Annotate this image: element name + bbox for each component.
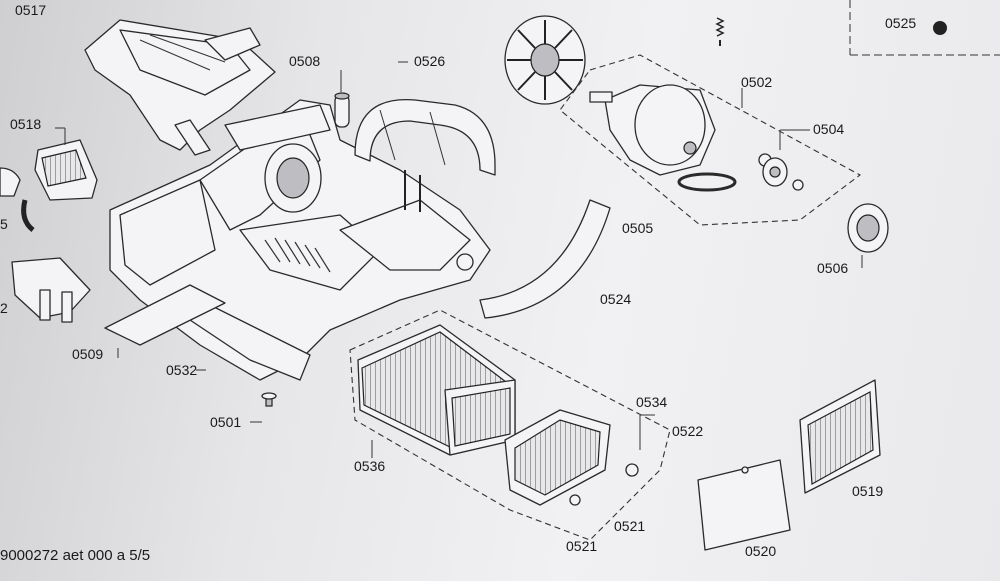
label-0509: 0509	[72, 346, 104, 362]
label-0521-left: 0521	[566, 538, 598, 554]
label-0518: 0518	[10, 116, 42, 132]
label-2: 2	[0, 300, 8, 316]
label-0532: 0532	[166, 362, 198, 378]
document-reference: 9000272 aet 000 a 5/5	[0, 547, 151, 564]
leader-lines	[196, 61, 408, 458]
label-0536: 0536	[354, 458, 386, 474]
part-0520-panel	[697, 459, 791, 551]
part-0501-screw	[261, 392, 277, 407]
top-right-panel-frame	[849, 0, 1000, 56]
part-0519-grille	[799, 379, 881, 494]
label-0517: 0517	[15, 2, 47, 18]
label-0519: 0519	[852, 483, 884, 499]
label-0520: 0520	[745, 543, 777, 559]
label-0508: 0508	[289, 53, 321, 69]
label-0526: 0526	[414, 53, 446, 69]
part-spring	[715, 17, 725, 46]
part-0524-seal-strip	[479, 199, 611, 319]
label-0506: 0506	[817, 260, 849, 276]
label-0502: 0502	[741, 74, 773, 90]
label-0534: 0534	[636, 394, 668, 410]
part-0506-roller	[847, 203, 889, 268]
part-0518-module	[34, 127, 98, 201]
label-0524: 0524	[600, 291, 632, 307]
label-0521-right: 0521	[614, 518, 646, 534]
part-0508-capacitor	[334, 70, 350, 128]
label-0505: 0505	[622, 220, 654, 236]
label-0525: 0525	[885, 15, 917, 31]
part-0502-motor-group	[559, 54, 862, 226]
part-0509-plate	[104, 284, 226, 358]
label-0522: 0522	[672, 423, 704, 439]
part-0522-filter	[504, 409, 655, 506]
part-0536-condenser-group	[349, 309, 671, 541]
part-0526-cover	[354, 98, 496, 212]
label-5: 5	[0, 216, 8, 232]
left-edge-parts	[0, 167, 91, 323]
part-0517-duct	[84, 19, 276, 156]
part-fan-wheel	[504, 15, 586, 105]
label-0501: 0501	[210, 414, 242, 430]
label-0504: 0504	[813, 121, 845, 137]
